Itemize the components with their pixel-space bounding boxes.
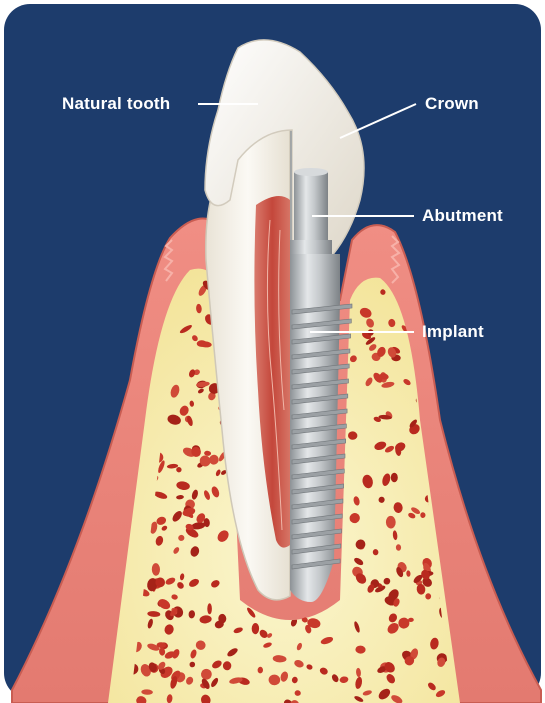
label-implant: Implant (422, 323, 484, 340)
label-natural-tooth: Natural tooth (62, 95, 170, 112)
label-crown: Crown (425, 95, 479, 112)
label-abutment: Abutment (422, 207, 503, 224)
marrow-speck (391, 473, 398, 483)
abutment (290, 168, 332, 254)
marrow-speck (207, 603, 212, 614)
